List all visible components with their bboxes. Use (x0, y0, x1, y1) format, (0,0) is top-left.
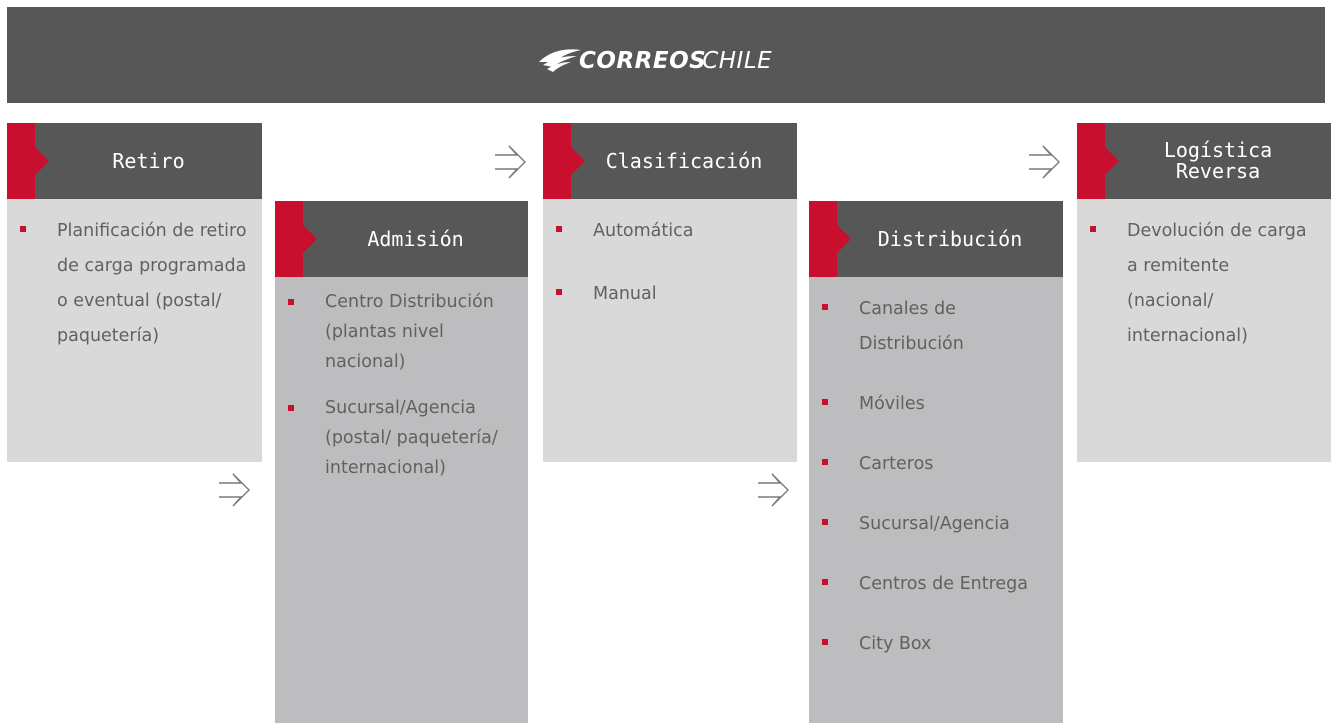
step-header: Admisión (275, 201, 528, 277)
list-item: Devolución de carga a remitente (naciona… (1077, 214, 1331, 354)
step-title: Clasificación (605, 148, 763, 173)
list-item: Sucursal/Agencia (809, 507, 1063, 542)
flow-arrow-icon (1029, 145, 1060, 179)
step-header: Logística Reversa (1077, 123, 1331, 199)
step-title: Retiro (112, 148, 185, 173)
correos-chile-logo: CORREOS CHILE (537, 41, 772, 81)
step-title: Distribución (877, 226, 1023, 251)
brand-name-bold: CORREOS (579, 47, 707, 74)
list-item: Centros de Entrega (809, 567, 1063, 602)
step-body: Planificación de retiro de carga program… (7, 199, 262, 462)
red-tab-marker (7, 123, 49, 199)
flow-arrow-icon (758, 473, 789, 507)
list-item: Centro Distribución (plantas nivel nacio… (275, 287, 528, 377)
list-item: City Box (809, 627, 1063, 662)
step-body: Automática Manual (543, 199, 797, 462)
list-item: Sucursal/Agencia (postal/ paquetería/ in… (275, 393, 528, 483)
list-item: Canales de Distribución (809, 292, 1063, 362)
brand-name-light: CHILE (702, 47, 773, 74)
step-header: Distribución (809, 201, 1063, 277)
red-tab-marker (809, 201, 851, 277)
flow-arrow-icon (495, 145, 526, 179)
list-item: Móviles (809, 387, 1063, 422)
flow-arrow-icon (219, 473, 250, 507)
bird-wing-logo-icon (539, 49, 581, 72)
list-item: Planificación de retiro de carga program… (7, 214, 262, 354)
step-body: Canales de Distribución Móviles Carteros… (809, 277, 1063, 723)
red-tab-marker (543, 123, 585, 199)
list-item: Carteros (809, 447, 1063, 482)
step-header: Clasificación (543, 123, 797, 199)
step-title: Admisión (367, 226, 464, 251)
step-header: Retiro (7, 123, 262, 199)
header-banner: CORREOS CHILE (7, 7, 1325, 103)
list-item: Automática (543, 214, 797, 249)
step-title: Logística Reversa (1163, 138, 1273, 183)
red-tab-marker (275, 201, 317, 277)
step-body: Devolución de carga a remitente (naciona… (1077, 199, 1331, 462)
step-body: Centro Distribución (plantas nivel nacio… (275, 277, 528, 723)
list-item: Manual (543, 277, 797, 312)
red-tab-marker (1077, 123, 1119, 199)
